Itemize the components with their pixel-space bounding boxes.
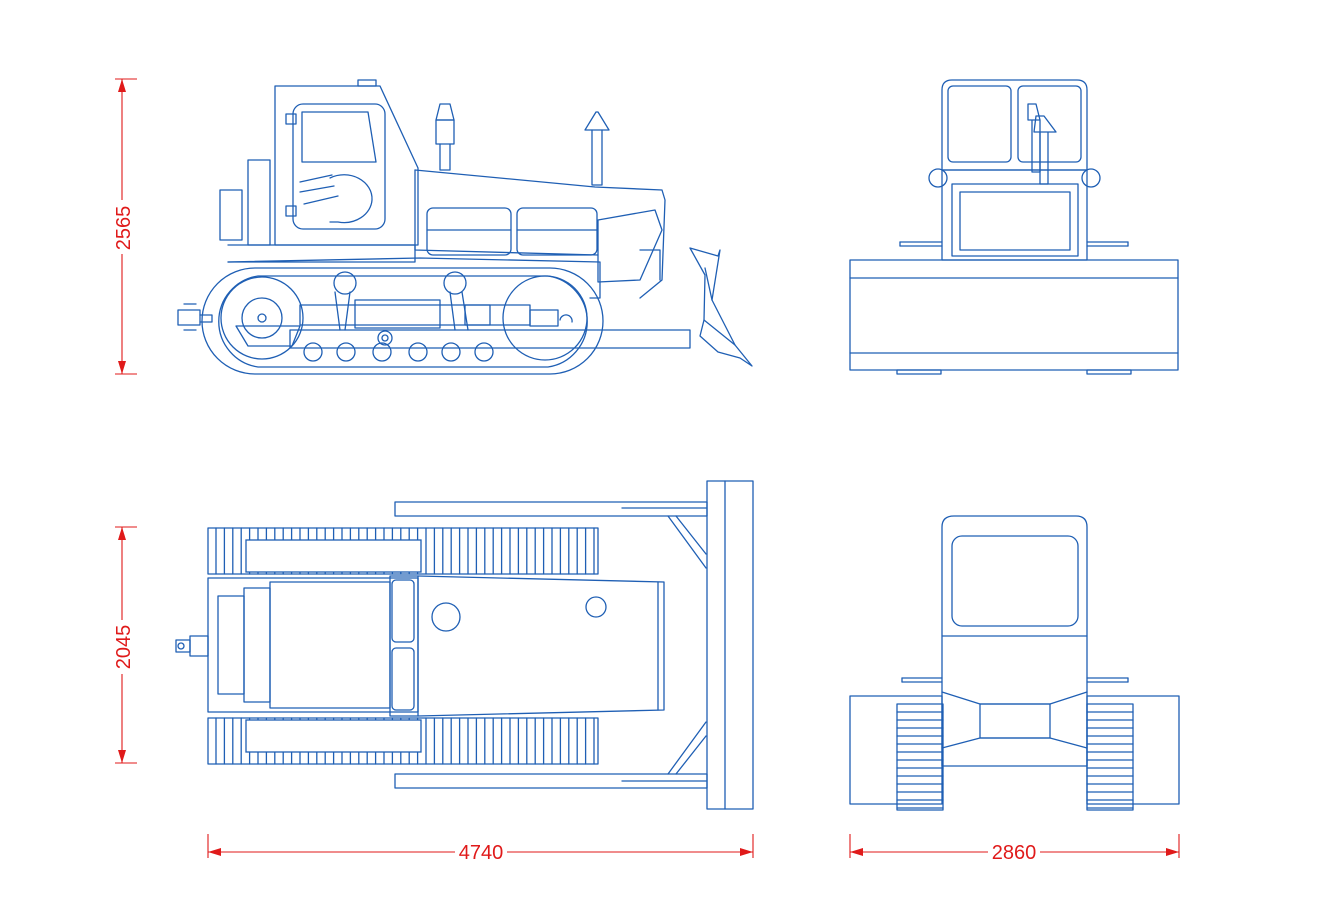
dimension-height-side: 2565 <box>108 78 137 375</box>
dim-label-side-height: 2565 <box>113 206 135 251</box>
rear-track-treads <box>896 711 1134 809</box>
rear-view <box>849 515 1180 811</box>
top-view <box>175 480 754 810</box>
side-view <box>177 79 753 375</box>
dim-label-top-width: 2045 <box>113 625 135 670</box>
dimension-overall-width: 2860 <box>849 834 1180 864</box>
front-view <box>849 79 1179 375</box>
dimension-width-top: 2045 <box>108 526 137 764</box>
dim-label-overall-width: 2860 <box>992 842 1037 864</box>
dim-label-overall-length: 4740 <box>459 842 504 864</box>
dimension-overall-length: 4740 <box>207 834 754 864</box>
